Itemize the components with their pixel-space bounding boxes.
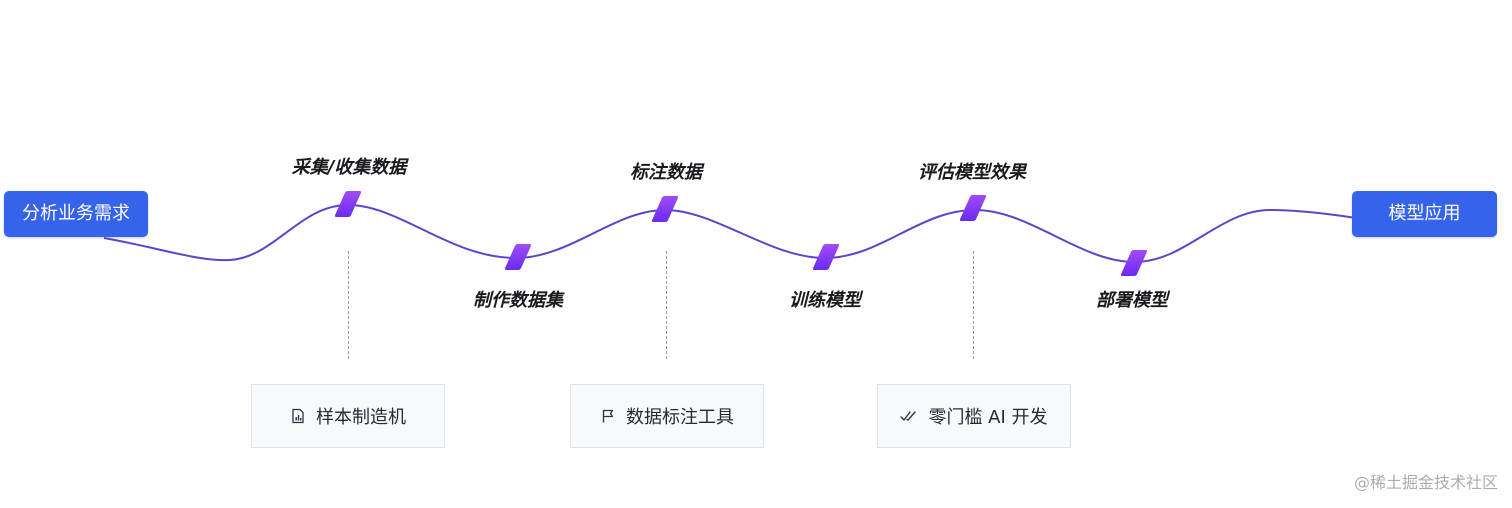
start-node[interactable]: 分析业务需求	[4, 191, 148, 237]
step-label-deploy-model: 部署模型	[1096, 290, 1168, 311]
step-label-collect-data: 采集/收集数据	[291, 157, 407, 178]
tool-card-annotation-tool[interactable]: 数据标注工具	[570, 384, 764, 448]
tool-label: 样本制造机	[316, 407, 406, 428]
connector-line	[973, 251, 974, 359]
step-label-annotate-data: 标注数据	[630, 162, 702, 183]
connector-line	[348, 251, 349, 359]
double-check-icon	[900, 409, 918, 423]
tool-card-sample-maker[interactable]: 样本制造机	[251, 384, 445, 448]
tool-label: 零门槛 AI 开发	[928, 407, 1048, 428]
tool-card-zero-barrier-ai[interactable]: 零门槛 AI 开发	[877, 384, 1071, 448]
step-label-evaluate-model: 评估模型效果	[918, 162, 1026, 183]
watermark: @稀土掘金技术社区	[1353, 473, 1498, 492]
step-label-make-dataset: 制作数据集	[473, 290, 563, 311]
end-node[interactable]: 模型应用	[1352, 191, 1497, 237]
step-label-train-model: 训练模型	[789, 290, 861, 311]
flag-icon	[600, 408, 616, 424]
wave-path	[103, 203, 1357, 264]
connector-line	[666, 251, 667, 359]
tool-label: 数据标注工具	[626, 407, 734, 428]
document-chart-icon	[290, 408, 306, 424]
